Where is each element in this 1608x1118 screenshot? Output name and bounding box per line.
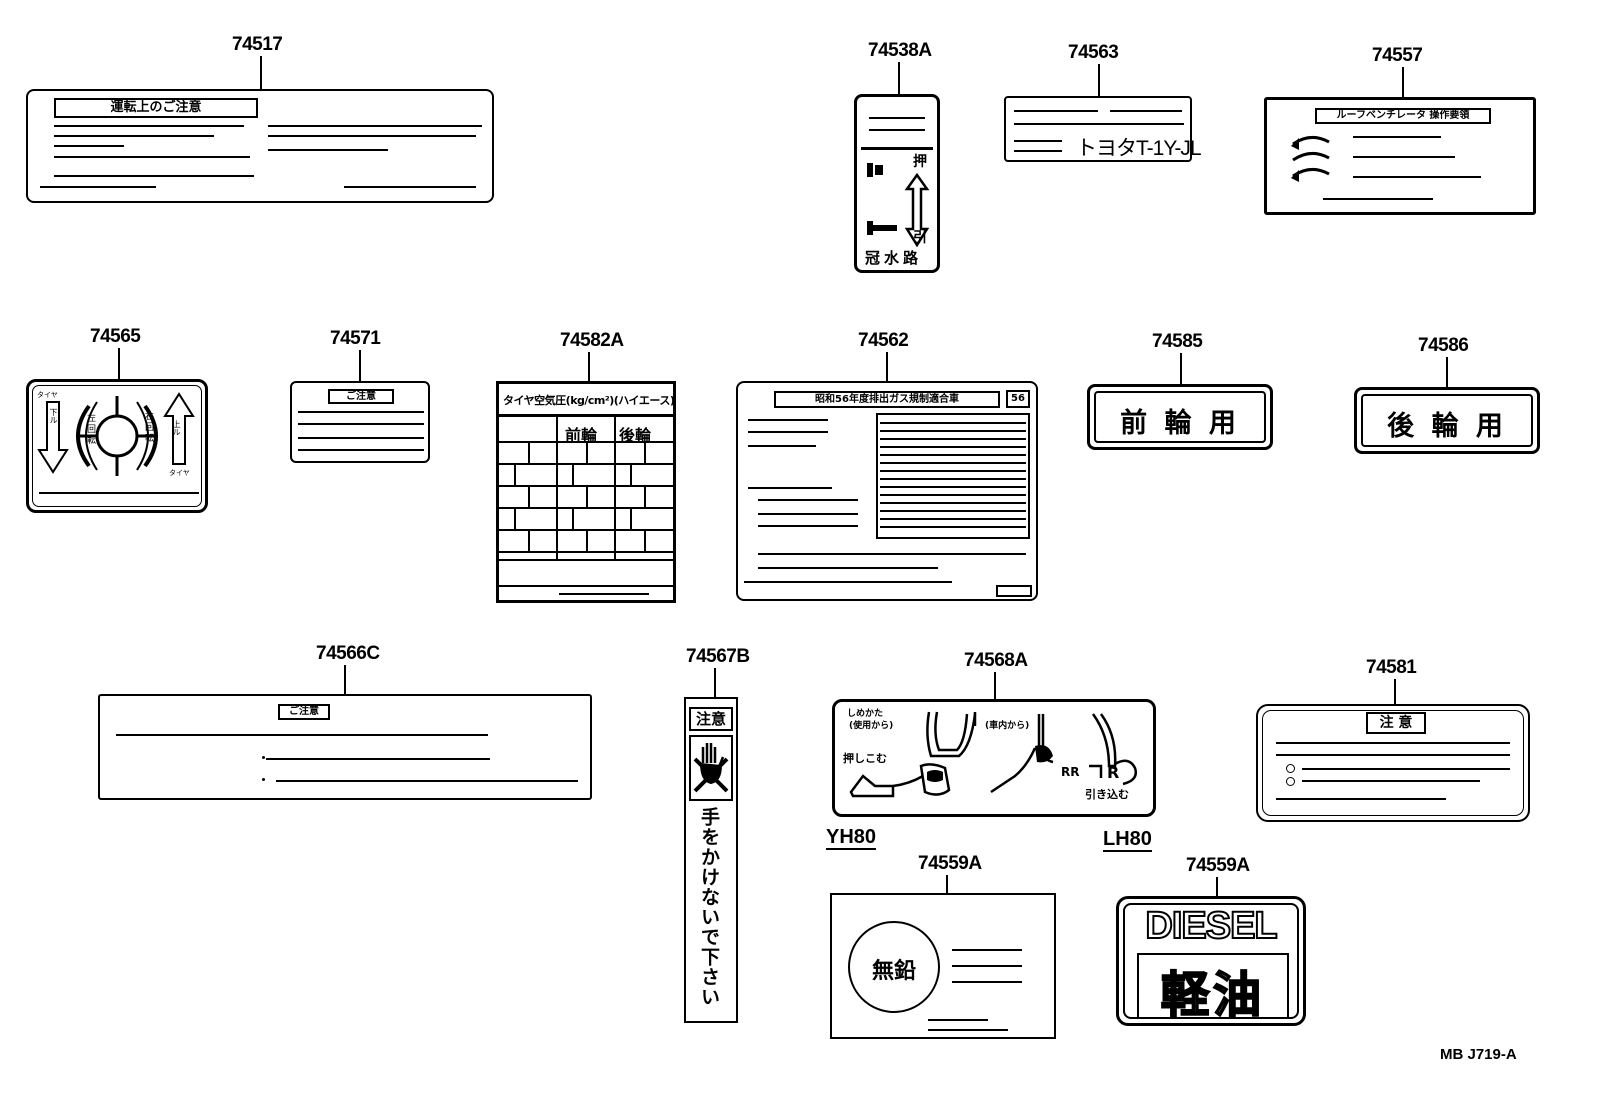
unleaded-circle bbox=[848, 921, 940, 1013]
leader-line bbox=[1402, 67, 1404, 98]
label-header: 注意 bbox=[689, 707, 733, 731]
leader-line bbox=[1394, 679, 1396, 705]
label-header: 注 意 bbox=[1366, 712, 1426, 734]
rear-wheel-text: 後 輪 用 bbox=[1387, 411, 1507, 442]
label-header: 運転上のご注意 bbox=[54, 98, 258, 118]
label-74586: 後 輪 用 bbox=[1354, 387, 1540, 454]
leader-line bbox=[886, 352, 888, 382]
right-turn-text: 右回転 bbox=[145, 412, 155, 444]
outside-text: (使用から) bbox=[849, 721, 894, 731]
label-74563: トヨタT-1Y-JL bbox=[1004, 96, 1202, 162]
label-74562: 昭和56年度排出ガス規制適合車 56 bbox=[736, 381, 1038, 601]
diesel-kanji-box bbox=[1137, 953, 1289, 1019]
label-74581: 注 意 bbox=[1256, 704, 1530, 822]
push-in-text: 押しこむ bbox=[843, 752, 887, 765]
leader-line bbox=[118, 348, 120, 380]
label-header: タイヤ空気圧(kg/cm²)(ハイエース) bbox=[503, 394, 675, 407]
leader-line bbox=[260, 56, 262, 90]
model-label-lh80: LH80 bbox=[1103, 828, 1152, 852]
down-text: 下ル bbox=[49, 408, 58, 424]
rear-wheel-header: 後輪 bbox=[619, 426, 652, 445]
front-wheel-text: 前 輪 用 bbox=[1120, 408, 1240, 439]
pull-text: 引 bbox=[913, 230, 927, 246]
front-wheel-header: 前輪 bbox=[565, 426, 598, 445]
part-number-74568a: 74568A bbox=[964, 650, 1028, 671]
knob-diagram bbox=[867, 163, 930, 248]
part-number-74563: 74563 bbox=[1068, 42, 1119, 63]
part-number-74582a: 74582A bbox=[560, 330, 624, 351]
leader-line bbox=[714, 668, 716, 698]
label-74567b: 注意 手をかけないで下さい bbox=[684, 697, 738, 1023]
part-number-74517: 74517 bbox=[232, 34, 283, 55]
warning-text: 手をかけないで下さい bbox=[698, 807, 720, 1007]
year-badge: 56 bbox=[1006, 390, 1030, 408]
leader-line bbox=[1180, 353, 1182, 385]
part-number-74562: 74562 bbox=[858, 330, 909, 351]
hand-prohibited-icon bbox=[693, 743, 729, 793]
label-74557: ルーフベンチレータ 操作要領 bbox=[1264, 97, 1536, 215]
leader-line bbox=[344, 665, 346, 695]
leader-line bbox=[1098, 64, 1100, 97]
label-header: ご注意 bbox=[328, 389, 394, 404]
label-74585: 前 輪 用 bbox=[1087, 384, 1273, 450]
push-text: 押 bbox=[913, 154, 927, 170]
model-label-yh80: YH80 bbox=[826, 826, 877, 850]
part-number-74557: 74557 bbox=[1372, 45, 1423, 66]
diesel-text: DIESEL bbox=[1144, 904, 1278, 948]
label-header: ご注意 bbox=[278, 704, 330, 720]
part-number-74538a: 74538A bbox=[868, 40, 932, 61]
part-number-74585: 74585 bbox=[1152, 331, 1203, 352]
label-header: ルーフベンチレータ 操作要領 bbox=[1315, 108, 1491, 124]
label-74559a-diesel: DIESEL 軽油 bbox=[1116, 896, 1306, 1026]
pressure-grid bbox=[499, 414, 673, 595]
leader-line bbox=[359, 350, 361, 382]
label-74582a: タイヤ空気圧(kg/cm²)(ハイエース) 前輪 後輪 bbox=[496, 381, 676, 603]
label-header: 昭和56年度排出ガス規制適合車 bbox=[774, 391, 1000, 408]
part-number-74559a: 74559A bbox=[1186, 855, 1250, 876]
door-latch-diagram: RR R bbox=[849, 711, 1137, 798]
label-74568a: しめかた (使用から) (車内から) 押しこむ 引き込む RR bbox=[832, 699, 1156, 817]
up-text: 上ル bbox=[172, 420, 181, 436]
part-number-74571: 74571 bbox=[330, 328, 381, 349]
label-74565: タイヤ 下ル 左回転 右回転 上ル タイヤ bbox=[26, 379, 208, 513]
unleaded-text: 無鉛 bbox=[871, 959, 916, 984]
leader-line bbox=[1446, 357, 1448, 388]
part-number-74559a: 74559A bbox=[918, 853, 982, 874]
leader-line bbox=[946, 875, 948, 895]
inside-text: (車内から) bbox=[985, 721, 1030, 731]
part-number-74581: 74581 bbox=[1366, 657, 1417, 678]
light-oil-text: 軽油 bbox=[1160, 966, 1265, 1024]
engine-text: トヨタT-1Y-JL bbox=[1076, 137, 1202, 160]
part-number-74566c: 74566C bbox=[316, 643, 380, 664]
drawing-reference: MB J719-A bbox=[1440, 1046, 1517, 1063]
bottom-text: 冠水路 bbox=[865, 249, 923, 267]
label-74538a: 押 引 冠水路 bbox=[854, 94, 940, 273]
warning-pictogram bbox=[689, 735, 733, 801]
vent-arrows-diagram bbox=[1291, 136, 1330, 182]
leader-line bbox=[588, 352, 590, 382]
tire-label-right: タイヤ bbox=[169, 469, 190, 477]
tire-label-left: タイヤ bbox=[37, 391, 58, 399]
svg-text:R: R bbox=[1107, 763, 1119, 782]
howto-text: しめかた bbox=[847, 709, 884, 719]
label-74517: 運転上のご注意 bbox=[26, 89, 494, 203]
leader-line bbox=[898, 62, 900, 95]
left-turn-text: 左回転 bbox=[87, 414, 97, 446]
leader-line bbox=[1216, 877, 1218, 897]
label-74559a-unleaded: 無鉛 bbox=[830, 893, 1056, 1039]
part-number-74586: 74586 bbox=[1418, 335, 1469, 356]
label-74571: ご注意 bbox=[290, 381, 430, 463]
leader-line bbox=[994, 672, 996, 700]
emission-table bbox=[876, 413, 1030, 539]
rotation-diagram bbox=[37, 392, 195, 476]
part-number-74567b: 74567B bbox=[686, 646, 750, 667]
svg-text:RR: RR bbox=[1061, 765, 1079, 779]
part-number-74565: 74565 bbox=[90, 326, 141, 347]
pull-in-text: 引き込む bbox=[1085, 788, 1129, 801]
label-74566c: ご注意 bbox=[98, 694, 592, 800]
